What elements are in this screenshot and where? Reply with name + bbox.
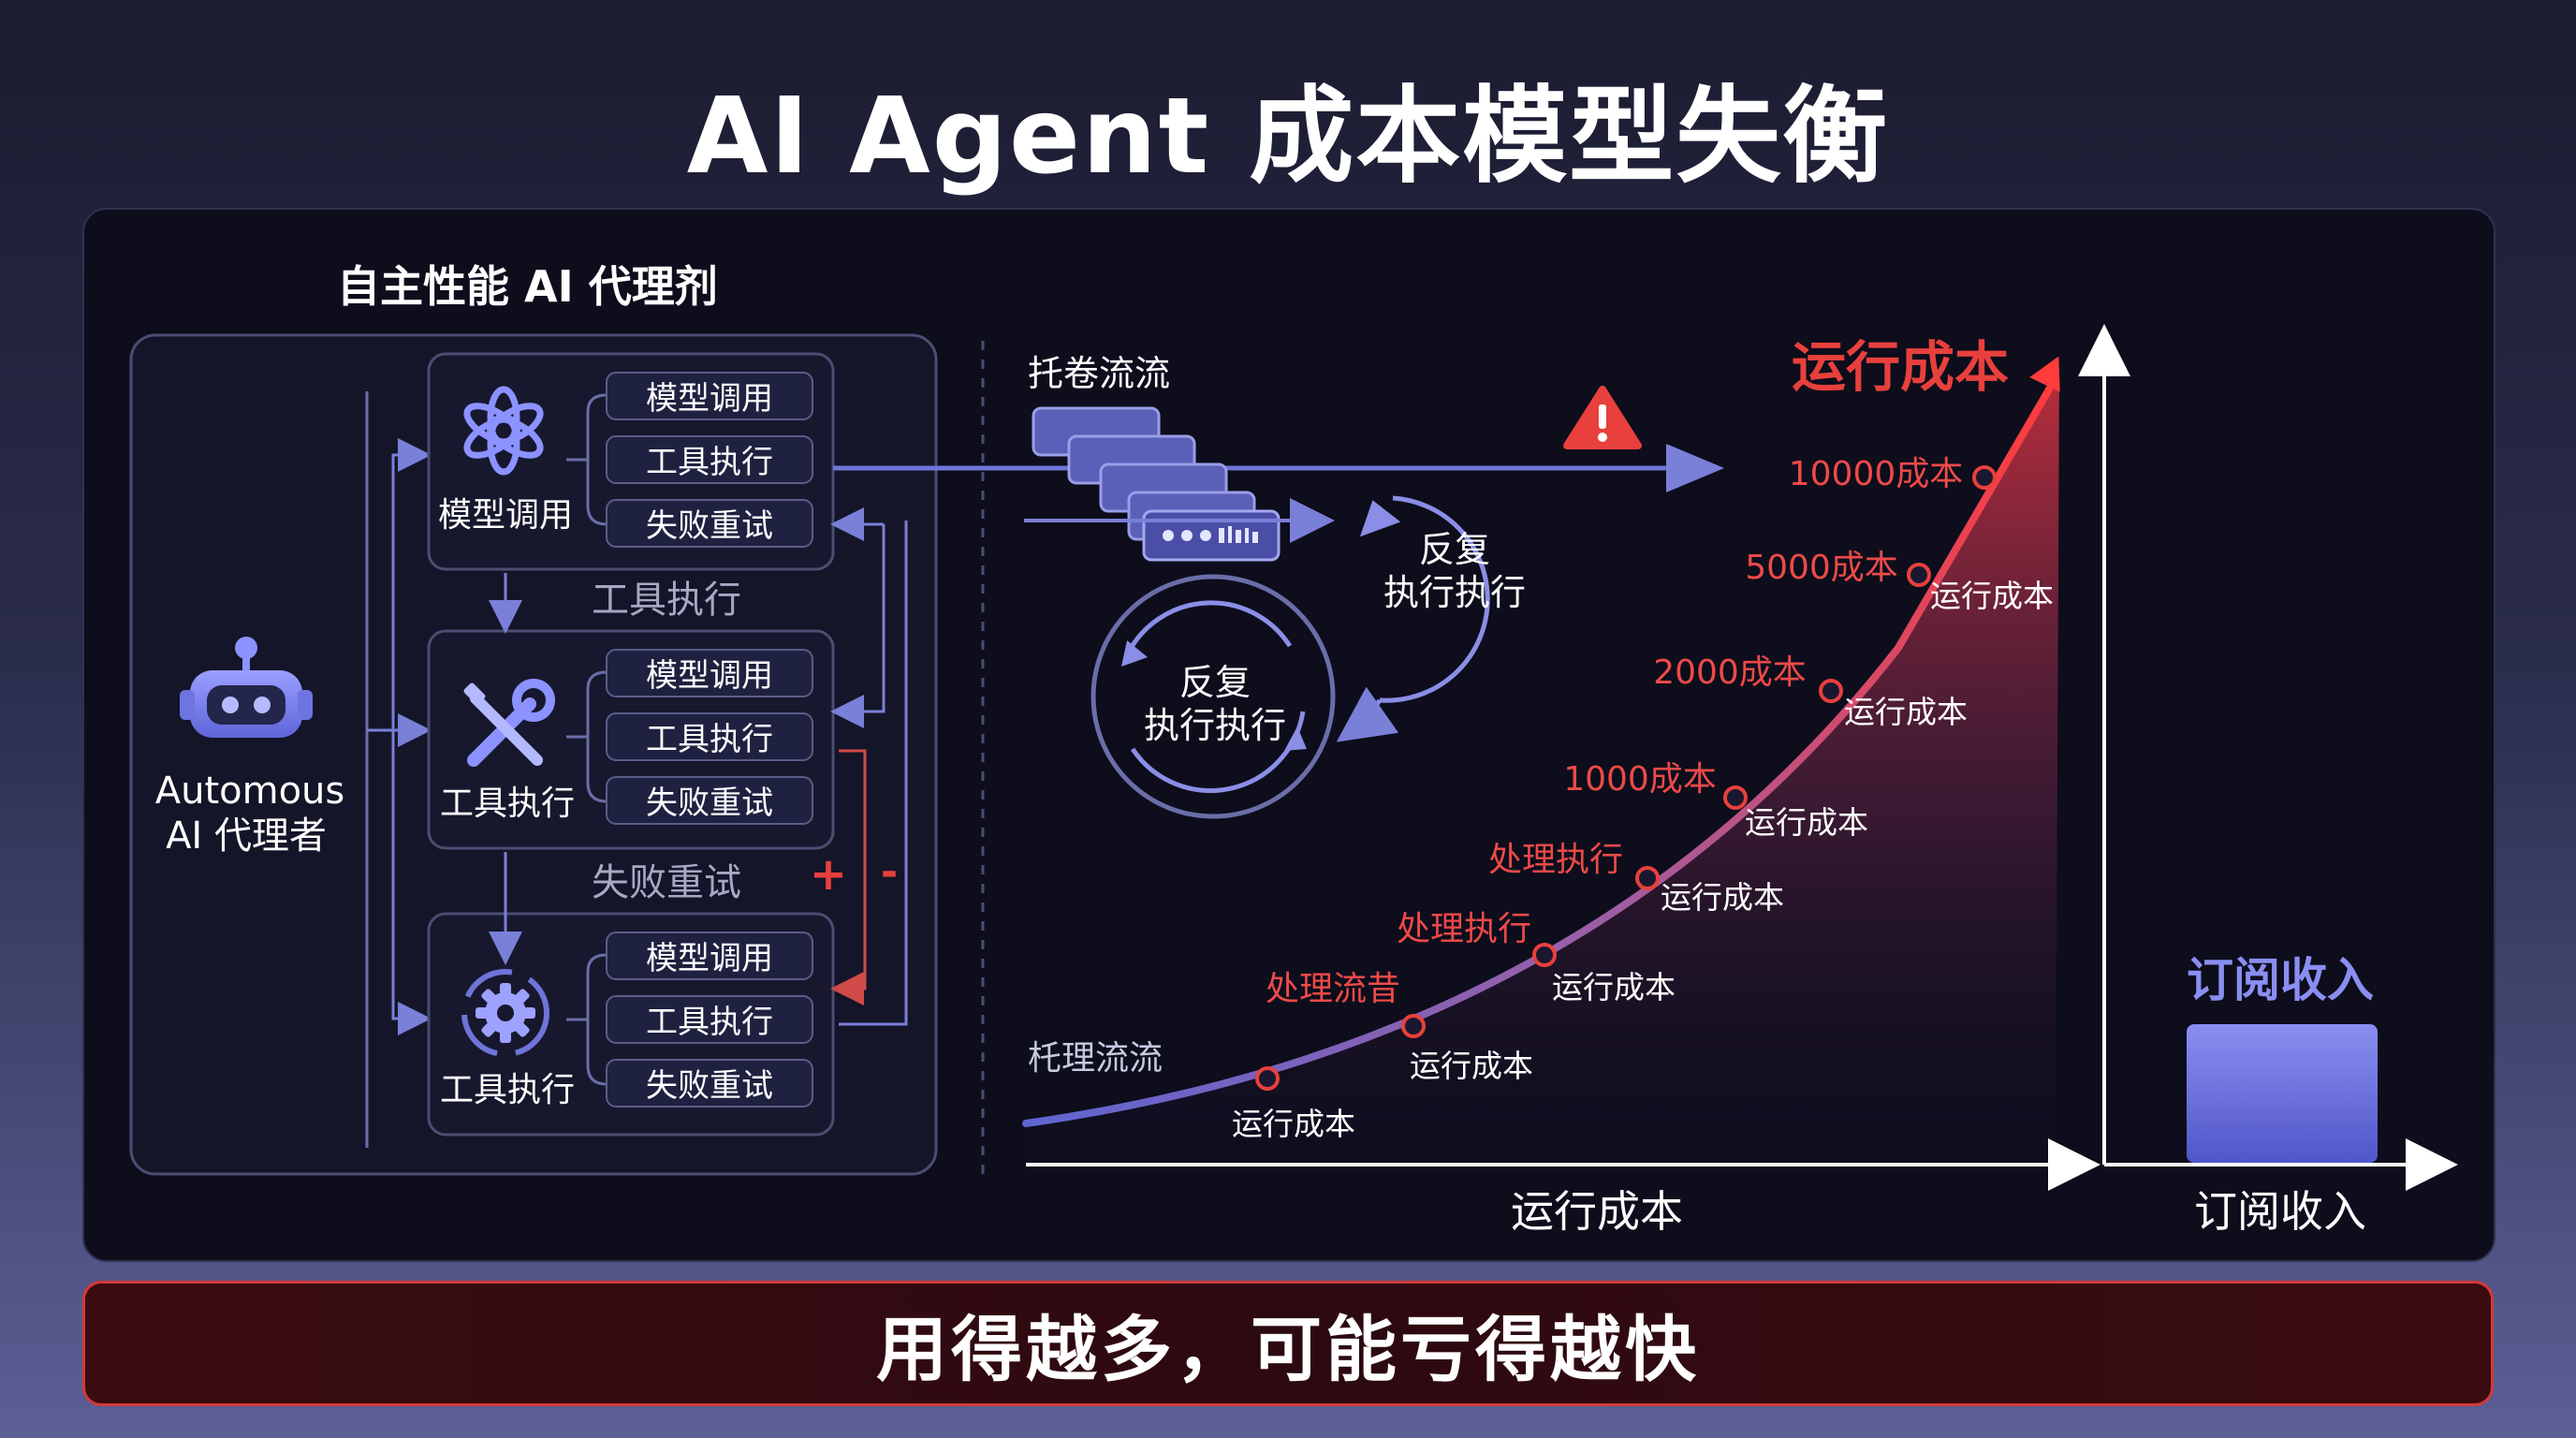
cost-points: 运行成本处理流昔运行成本处理执行运行成本处理执行运行成本1000成本运行成本20… xyxy=(1232,455,2054,1142)
cost-point-marker xyxy=(1723,785,1748,810)
loop-lower-line2: 执行执行 xyxy=(1144,705,1286,746)
output-arrow-head xyxy=(1666,444,1724,492)
module-item-pill xyxy=(606,712,813,761)
between-label-2: 失败重试 xyxy=(592,861,741,904)
cost-point-label-above: 处理执行 xyxy=(1488,841,1623,879)
warning-icon xyxy=(1563,386,1642,449)
curve-title: 运行成本 xyxy=(1792,335,2009,399)
cost-point-label-below: 运行成本 xyxy=(1930,578,2054,614)
module-brackets xyxy=(566,393,607,1086)
cost-point-label-above: 1000成本 xyxy=(1563,760,1717,799)
module-2-label: 工具执行 xyxy=(440,785,575,823)
cost-point-label-below: 运行成本 xyxy=(1232,1106,1355,1142)
cost-point-label-below: 运行成本 xyxy=(1410,1048,1533,1084)
loop-upper-line2: 执行执行 xyxy=(1383,572,1526,613)
tools-icon xyxy=(463,679,555,767)
module-item-label: 失败重试 xyxy=(646,1067,773,1105)
feedback-loops xyxy=(830,507,908,1026)
module-item-pill xyxy=(606,649,813,697)
module-item-label: 工具执行 xyxy=(646,1004,773,1041)
section-title: 自主性能 AI 代理剂 xyxy=(337,261,718,312)
openai-logo-icon xyxy=(463,386,544,476)
cost-point-marker xyxy=(1907,563,1931,587)
cost-point-label-below: 运行成本 xyxy=(1844,694,1968,730)
agent-label-line2: AI 代理者 xyxy=(166,814,327,858)
module-item-label: 模型调用 xyxy=(646,657,773,695)
cost-point-marker xyxy=(1972,465,1997,490)
agent-label-line1: Automous xyxy=(155,770,345,813)
cost-point-label-below: 运行成本 xyxy=(1552,969,1676,1005)
bottom-banner: 用得越多，可能亏得越快 xyxy=(82,1281,2494,1406)
cost-point-label-above: 10000成本 xyxy=(1789,455,1964,493)
robot-icon xyxy=(180,637,313,738)
revenue-axis-label: 订阅收入 xyxy=(2194,1186,2366,1237)
page-title: AI Agent 成本模型失衡 xyxy=(686,76,1890,198)
cost-point-label-above: 处理流昔 xyxy=(1266,970,1400,1008)
module-3-items: 模型调用 工具执行 失败重试 xyxy=(606,932,813,1108)
module-item-pill xyxy=(606,1059,813,1108)
module-item-label: 模型调用 xyxy=(646,380,773,418)
cost-point-marker xyxy=(1401,1014,1426,1038)
module-item-pill xyxy=(606,932,813,980)
module-1-label: 模型调用 xyxy=(438,496,573,535)
cost-point-label-below: 运行成本 xyxy=(1745,804,1868,841)
module-1-items: 模型调用 工具执行 失败重试 xyxy=(606,372,813,548)
between-label-1: 工具执行 xyxy=(592,579,741,622)
plus-icon: + xyxy=(810,848,847,901)
loop-upper-line1: 反复 xyxy=(1419,529,1490,570)
module-3-label: 工具执行 xyxy=(440,1071,575,1109)
cost-area-fill xyxy=(1026,371,2059,1163)
revenue-bar xyxy=(2187,1024,2378,1163)
loop-upper xyxy=(1336,495,1490,742)
revenue-bar-label: 订阅收入 xyxy=(2187,953,2374,1007)
module-item-label: 模型调用 xyxy=(646,940,773,977)
module-item-pill xyxy=(606,372,813,420)
module-item-pill xyxy=(606,995,813,1044)
curve-start-label: 杔理流流 xyxy=(1028,1039,1163,1078)
module-item-label: 失败重试 xyxy=(646,785,773,822)
cost-point-label-below: 运行成本 xyxy=(1661,879,1784,916)
token-stack xyxy=(1032,406,1281,562)
cost-point-label-above: 5000成本 xyxy=(1745,549,1898,587)
x-axis-label: 运行成本 xyxy=(1511,1186,1683,1237)
module-item-label: 失败重试 xyxy=(646,507,773,545)
gear-cycle-icon xyxy=(461,969,549,1057)
module-item-pill xyxy=(606,435,813,484)
module-item-pill xyxy=(606,776,813,825)
minus-icon: - xyxy=(881,848,898,896)
cost-point-marker xyxy=(1635,866,1660,890)
loop-lower-line1: 反复 xyxy=(1179,662,1251,703)
cost-point-marker xyxy=(1255,1066,1280,1091)
module-2-items: 模型调用 工具执行 失败重试 xyxy=(606,649,813,825)
branch-arrow-top xyxy=(391,438,432,730)
cost-curve-arrowhead xyxy=(2029,356,2060,392)
cost-point-marker xyxy=(1532,943,1557,967)
module-item-label: 工具执行 xyxy=(646,444,773,481)
module-item-pill xyxy=(606,499,813,548)
flow-title: 托卷流流 xyxy=(1028,353,1170,394)
cost-point-label-above: 处理执行 xyxy=(1397,910,1531,948)
module-item-label: 工具执行 xyxy=(646,721,773,758)
loop-lower xyxy=(1090,574,1336,819)
branch-arrow-bottom xyxy=(391,730,432,1035)
cost-point-marker xyxy=(1819,679,1843,703)
cost-point-label-above: 2000成本 xyxy=(1653,653,1807,692)
